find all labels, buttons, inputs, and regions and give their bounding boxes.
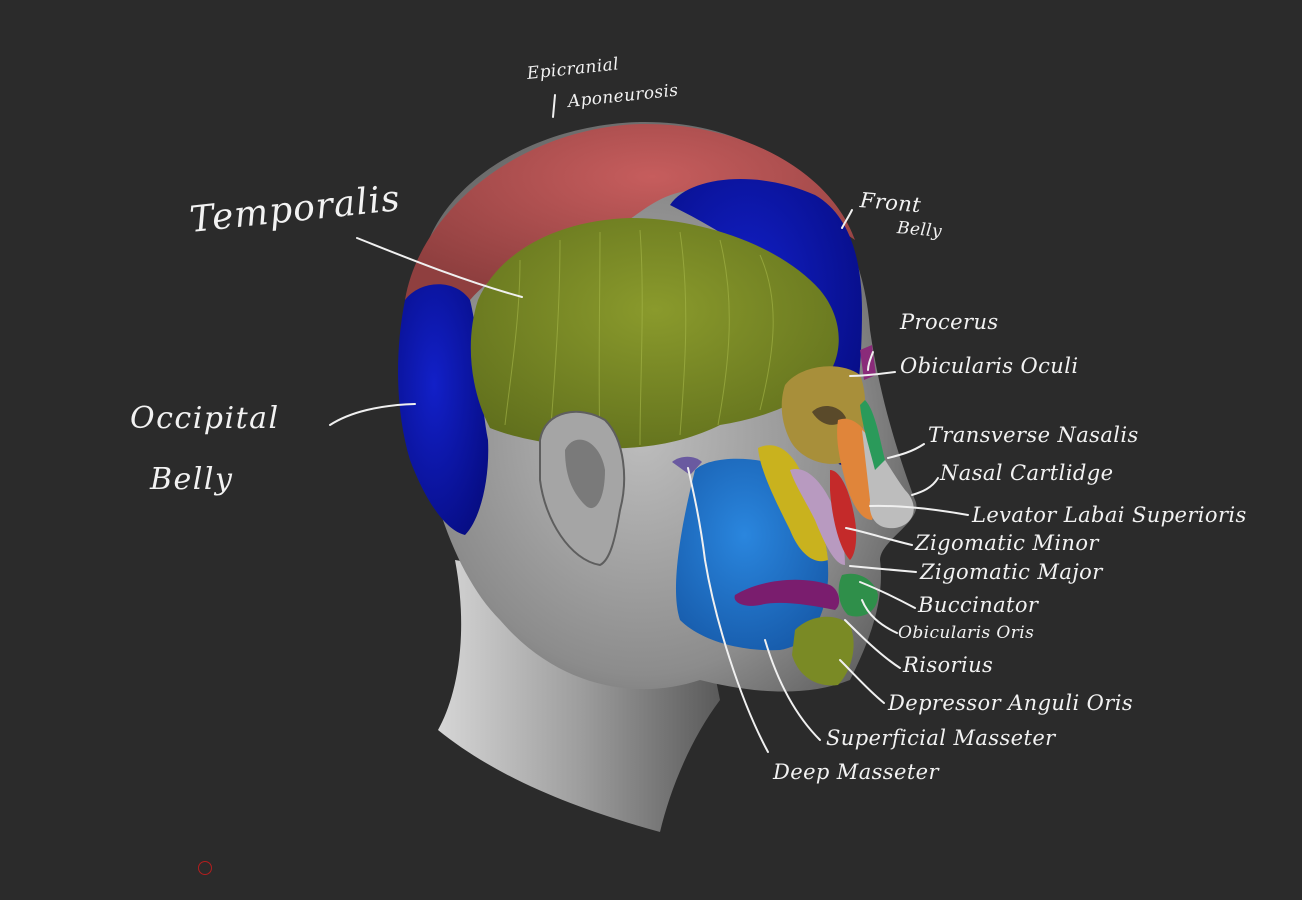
nasal-dorsum (860, 400, 885, 470)
occipital-belly-muscle (398, 284, 489, 535)
label-frontal-belly-line1: Front (858, 188, 923, 218)
label-superficial-masseter: Superficial Masseter (826, 726, 1056, 750)
buccinator-muscle (734, 579, 840, 610)
temporalis-muscle (470, 218, 839, 449)
zygomatic-major-muscle (790, 469, 845, 565)
label-occipital-belly: Belly (150, 462, 234, 497)
brush-cursor-icon (198, 861, 212, 875)
label-occipital: Occipital (130, 401, 280, 436)
label-levator-labii: Levator Labai Superioris (972, 503, 1247, 527)
label-depressor-anguli-oris: Depressor Anguli Oris (888, 691, 1133, 715)
label-transverse-nasalis: Transverse Nasalis (928, 423, 1139, 447)
depressor-anguli-oris-muscle (792, 616, 854, 686)
label-orbicularis-oris: Obicularis Oris (898, 623, 1035, 643)
label-frontal-belly-line2: Belly (896, 218, 943, 242)
label-zygomatic-minor: Zigomatic Minor (915, 531, 1099, 555)
label-buccinator: Buccinator (918, 593, 1039, 617)
label-orbicularis-oculi: Obicularis Oculi (900, 354, 1079, 378)
eye (812, 406, 846, 425)
zygomatic-minor-muscle (758, 445, 828, 562)
levator-labii-muscle (830, 470, 857, 560)
label-deep-masseter: Deep Masseter (773, 760, 939, 784)
label-procerus: Procerus (900, 310, 999, 334)
leader-lines (329, 94, 969, 753)
deep-masseter-muscle (672, 456, 702, 475)
label-zygomatic-major: Zigomatic Major (920, 560, 1103, 584)
label-risorius: Risorius (903, 653, 994, 677)
label-nasal-cartilage: Nasal Cartlidge (940, 461, 1114, 485)
ear-inner (565, 439, 605, 509)
frontal-belly-muscle (670, 178, 862, 465)
